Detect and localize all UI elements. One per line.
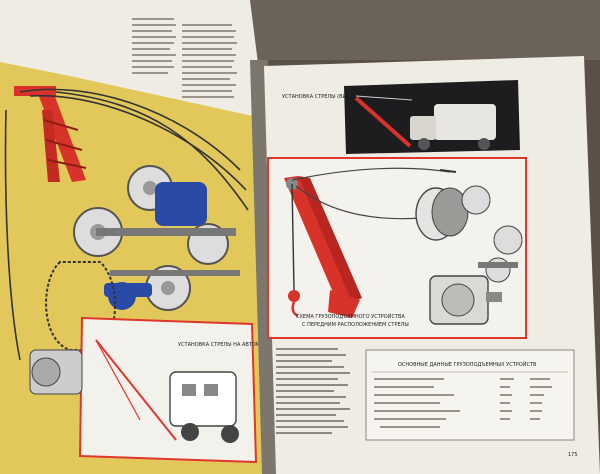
electric-motor [429,275,502,325]
scheme-caption-line1: СХЕМА ГРУЗОПОДЪЕМНОГО УСТРОЙСТВА [296,313,405,320]
blue-drum [155,182,207,226]
scheme-caption-line2: С ПЕРЕДНИМ РАСПОЛОЖЕНИЕМ СТРЕЛЫ [302,322,409,328]
specs-table: ОСНОВНЫЕ ДАННЫЕ ГРУЗОПОДЪЕМНЫХ УСТРОЙСТВ [365,349,575,441]
frame-caption: УСТАНОВКА СТРЕЛЫ НА АВТОМОБИЛЬ [178,342,279,348]
scheme-crane-boom [284,176,362,318]
engine-illustration [29,349,83,395]
winch-drum [415,185,491,241]
crane-mast-illustration [14,86,87,182]
hook-block [288,290,300,302]
page-number: 175 [568,452,578,458]
hook-icon [291,301,299,318]
truck-wheel [181,423,199,441]
truck-wheel [221,425,239,443]
gear-assembly [73,165,240,311]
truck-inset-frame: УСТАНОВКА СТРЕЛЫ НА АВТОМОБИЛЬ [78,316,279,464]
book-gutter-shadow [250,60,278,474]
table-title: ОСНОВНЫЕ ДАННЫЕ ГРУЗОПОДЪЕМНЫХ УСТРОЙСТВ [398,361,537,368]
truck-body [169,371,237,427]
scheme-gears [478,225,523,283]
black-truck-panel [344,80,520,154]
van-body [434,104,496,140]
legend-list [276,348,350,434]
cable-lines [4,88,249,361]
left-page-text-block [132,18,237,98]
top-caption: УСТАНОВКА СТРЕЛЫ (ВИДНО МАЧТАНЕ) [282,94,386,100]
